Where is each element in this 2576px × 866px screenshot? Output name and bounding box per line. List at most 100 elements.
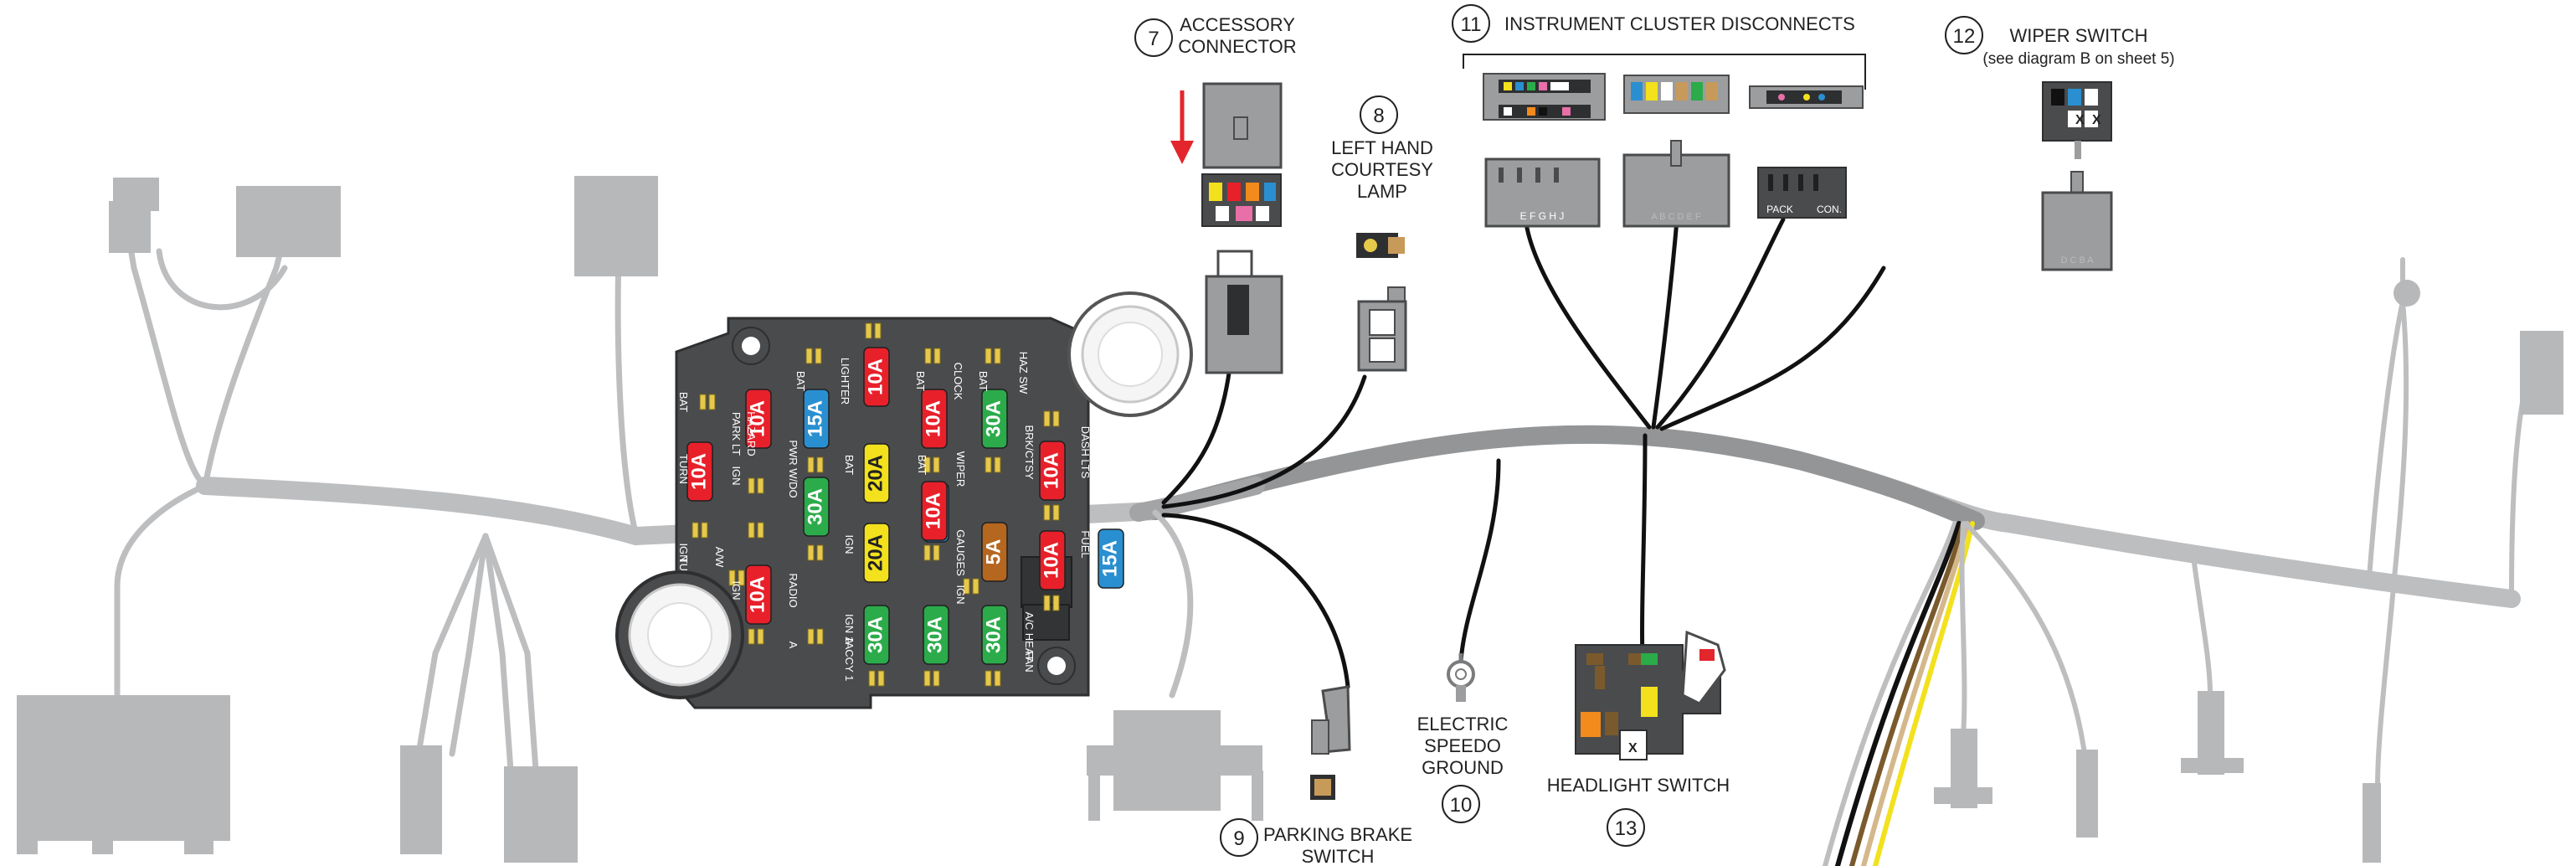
fuse-terminal [972, 578, 979, 595]
fuse-terminal [933, 456, 940, 473]
speedo-ground-terminal: ELECTRIC SPEEDO GROUND 10 [1417, 653, 1509, 823]
fuse-terminal [985, 670, 992, 687]
fuse-rating: 5A [982, 539, 1005, 565]
fuse [1039, 441, 1066, 501]
fuse-circuit-label: A/C HEAT [1023, 612, 1036, 662]
black-wires [1161, 198, 1886, 689]
fuse-rating: 30A [804, 488, 826, 525]
fuse-terminal [865, 322, 872, 339]
fuse-rating: 10A [922, 492, 944, 529]
callout-8-label-line3: LAMP [1357, 181, 1407, 202]
cluster-right-pin-label-b: CON. [1817, 204, 1842, 215]
fuse-circuit-label: IGN 1 [843, 614, 856, 642]
fuse [1098, 528, 1124, 589]
fuse-circuit-label: IGN [730, 466, 743, 485]
wiper-pin-labels: D C B A [2060, 255, 2094, 265]
callout-7-label-line2: CONNECTOR [1178, 36, 1296, 57]
fuse-rating: 30A [982, 400, 1005, 437]
fuse-circuit-label: CLOCK [952, 363, 964, 400]
fuse-terminal [985, 348, 992, 364]
fuse-terminal [933, 670, 940, 687]
fuse-terminal [816, 544, 824, 561]
callout-10-label-line1: ELECTRIC [1417, 714, 1509, 735]
fuse-terminal [807, 456, 815, 473]
fuse [803, 389, 830, 449]
left-harness-connectors [17, 176, 1263, 863]
fuse-circuit-label: BAT [677, 392, 690, 412]
fuse-rating: 30A [864, 616, 887, 653]
fuse-circuit-label: GAUGES [954, 529, 967, 576]
fuse-terminal [923, 456, 931, 473]
fuse-terminal [757, 477, 764, 494]
fuse-circuit-label: FUEL [1079, 530, 1092, 558]
fuse [863, 443, 890, 503]
headlight-switch: X HEADLIGHT SWITCH 13 [1547, 630, 1730, 847]
fuse-terminal [1043, 595, 1051, 611]
fuse-circuit-label: BAT [794, 371, 807, 391]
fuse-terminal [816, 456, 824, 473]
fuse-rating: 15A [1098, 540, 1121, 577]
cluster-right-pin-label-a: PACK [1766, 204, 1793, 215]
fuse-terminal [692, 522, 699, 539]
fuse-terminal [933, 348, 941, 364]
fuse [923, 605, 949, 665]
callout-9-label-line1: PARKING BRAKE [1263, 824, 1412, 845]
fuse-circuit-label: IGN [730, 580, 743, 600]
fuse-circuit-label: DASH LTS [1079, 426, 1092, 479]
callout-7-label-line1: ACCESSORY [1180, 14, 1295, 35]
fuse-terminal [933, 544, 940, 561]
fuse [745, 564, 772, 625]
callout-9-circle [1220, 818, 1258, 857]
fuse-terminal [805, 348, 813, 364]
fuse-terminal [985, 456, 992, 473]
fuse-rating: 30A [923, 616, 946, 653]
fuse-circuit-label: A/W [713, 547, 726, 568]
turn-flasher [1067, 291, 1193, 417]
fuse-terminal [807, 544, 815, 561]
fuse [863, 347, 890, 407]
direction-arrow-head [1170, 141, 1194, 164]
fuse [686, 441, 713, 502]
fuse-rating: 10A [1040, 542, 1062, 579]
fuse-circuit-label: PWR W/DO [787, 440, 800, 497]
fuse-terminal [874, 322, 882, 339]
fuse-terminal [748, 477, 755, 494]
accessory-connector: 7 ACCESSORY CONNECTOR [1134, 14, 1297, 374]
fuse-terminal [699, 394, 707, 410]
fuse-terminal [757, 522, 764, 539]
fuse-terminal [923, 670, 931, 687]
fuse-circuit-label: ACCY 1 [843, 642, 856, 682]
fuse-terminal [994, 348, 1001, 364]
fuse-terminal [994, 456, 1001, 473]
fuse-circuit-label: BAT [914, 371, 927, 391]
callout-8-circle [1360, 95, 1398, 134]
fuse-terminal [738, 570, 745, 586]
callout-12-number: 12 [1953, 25, 1976, 48]
callout-8-label-line2: COURTESY [1331, 159, 1433, 180]
fuse-terminal [1052, 595, 1060, 611]
fuse [803, 477, 830, 537]
fuse-terminal [1052, 410, 1060, 427]
callout-9-label-line2: SWITCH [1302, 846, 1375, 866]
fuse-terminal [816, 628, 824, 645]
fuse-terminal [924, 348, 932, 364]
fuse-terminal [708, 394, 716, 410]
cluster-middle-pin-labels: A B C D E F [1651, 212, 1701, 222]
fuse [1039, 530, 1066, 590]
fuse-terminal [728, 570, 736, 586]
callout-12-label-line1: WIPER SWITCH [2010, 25, 2148, 46]
callout-8-label-line1: LEFT HAND [1331, 137, 1433, 158]
fuse [863, 605, 890, 665]
instrument-cluster-disconnects: 11 INSTRUMENT CLUSTER DISCONNECTS [1452, 4, 1866, 228]
wiper-pin-x-marks-2: X [2092, 113, 2101, 127]
fuse-circuit-label: BAT [843, 455, 856, 475]
fuse-terminal [877, 670, 885, 687]
fuse-rating: 20A [864, 455, 887, 492]
fuse [745, 389, 772, 449]
fuse-terminal [748, 628, 755, 645]
fuse-circuit-label: IGN [843, 534, 856, 554]
fuse-rating: 10A [746, 400, 769, 437]
fuse-terminal [748, 522, 755, 539]
wiper-pin-x-marks: X [2075, 113, 2085, 127]
fuse-terminal [1043, 504, 1051, 521]
